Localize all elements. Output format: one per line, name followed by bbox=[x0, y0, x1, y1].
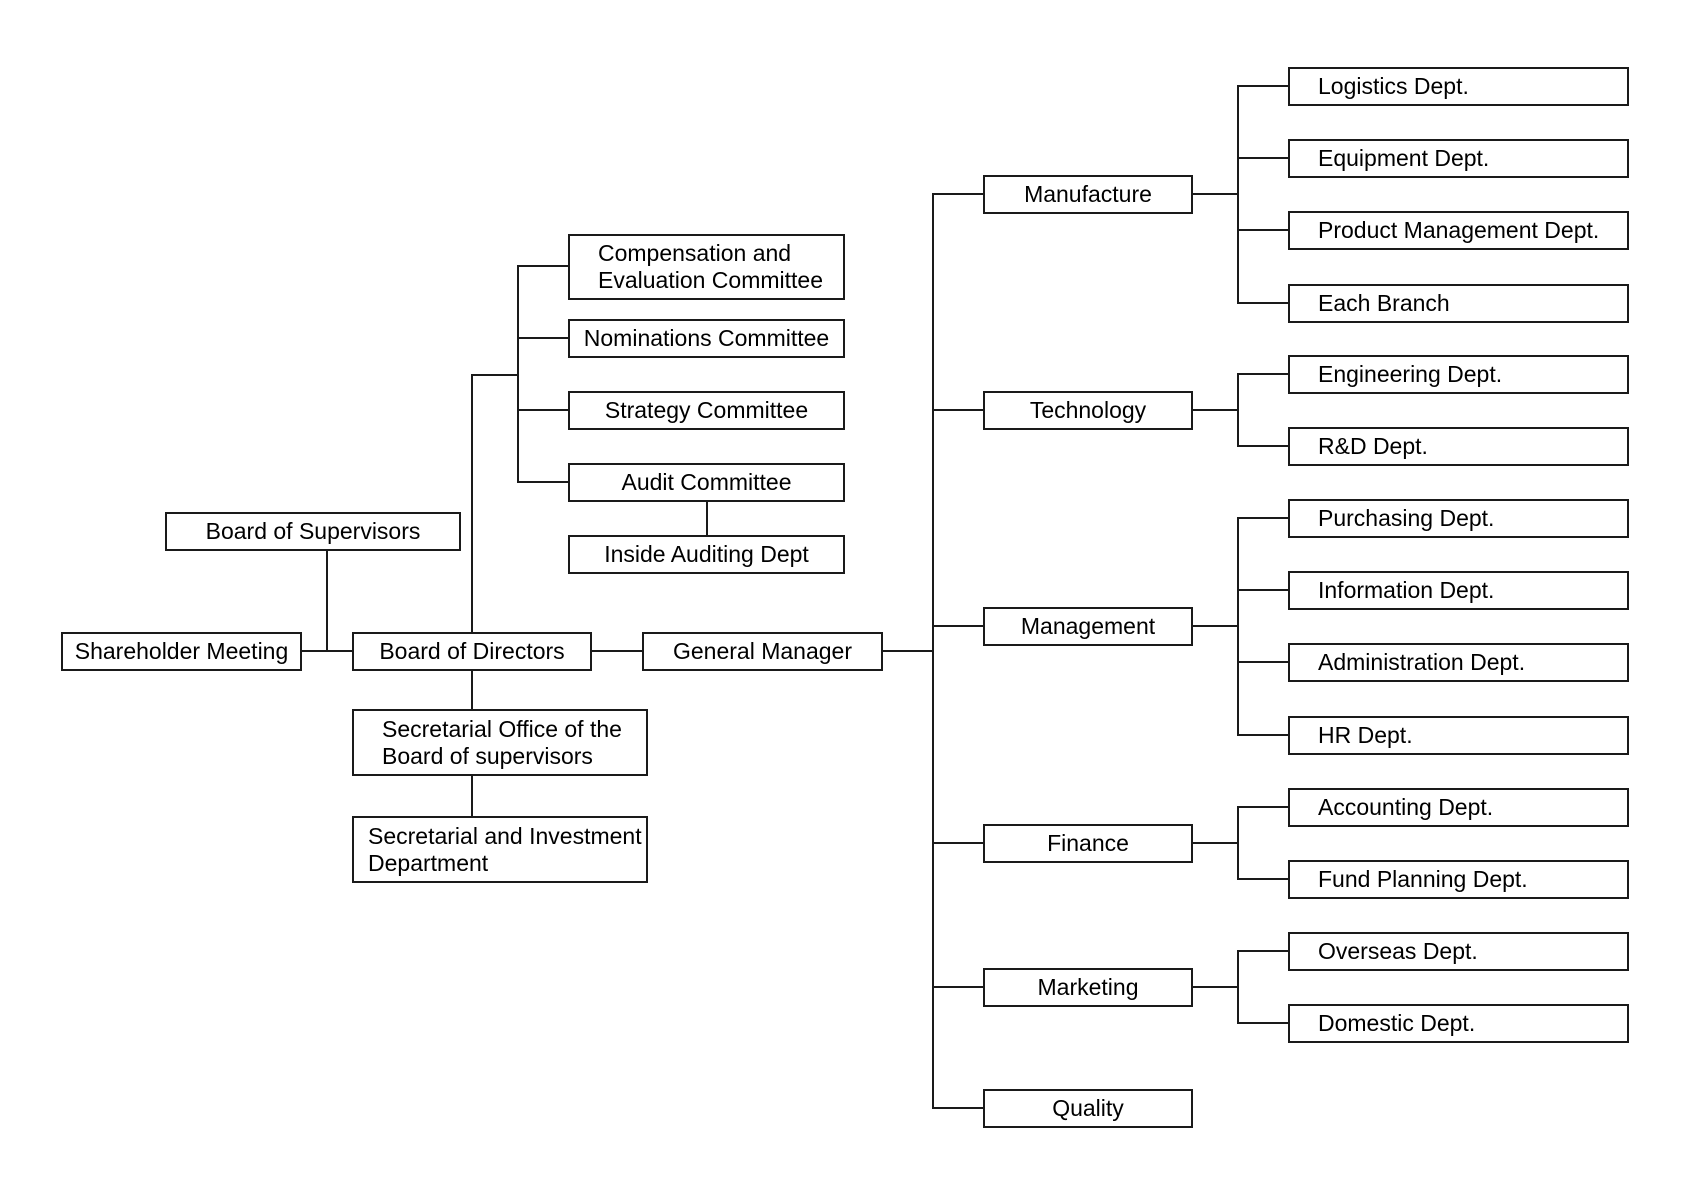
node-secretarial-investment: Secretarial and Investment Department bbox=[352, 816, 648, 883]
node-board-of-supervisors: Board of Supervisors bbox=[165, 512, 461, 551]
node-logistics-dept: Logistics Dept. bbox=[1288, 67, 1629, 106]
node-manufacture: Manufacture bbox=[983, 175, 1193, 214]
node-management: Management bbox=[983, 607, 1193, 646]
node-technology: Technology bbox=[983, 391, 1193, 430]
node-marketing: Marketing bbox=[983, 968, 1193, 1007]
node-fund-planning-dept: Fund Planning Dept. bbox=[1288, 860, 1629, 899]
node-finance: Finance bbox=[983, 824, 1193, 863]
node-board-of-directors: Board of Directors bbox=[352, 632, 592, 671]
node-nominations-committee: Nominations Committee bbox=[568, 319, 845, 358]
node-information-dept: Information Dept. bbox=[1288, 571, 1629, 610]
node-general-manager: General Manager bbox=[642, 632, 883, 671]
node-purchasing-dept: Purchasing Dept. bbox=[1288, 499, 1629, 538]
node-accounting-dept: Accounting Dept. bbox=[1288, 788, 1629, 827]
node-product-management-dept: Product Management Dept. bbox=[1288, 211, 1629, 250]
node-quality: Quality bbox=[983, 1089, 1193, 1128]
node-secretarial-office: Secretarial Office of the Board of super… bbox=[352, 709, 648, 776]
node-equipment-dept: Equipment Dept. bbox=[1288, 139, 1629, 178]
node-engineering-dept: Engineering Dept. bbox=[1288, 355, 1629, 394]
node-inside-auditing: Inside Auditing Dept bbox=[568, 535, 845, 574]
node-domestic-dept: Domestic Dept. bbox=[1288, 1004, 1629, 1043]
node-compensation-committee: Compensation and Evaluation Committee bbox=[568, 234, 845, 300]
node-overseas-dept: Overseas Dept. bbox=[1288, 932, 1629, 971]
node-hr-dept: HR Dept. bbox=[1288, 716, 1629, 755]
node-shareholder-meeting: Shareholder Meeting bbox=[61, 632, 302, 671]
node-audit-committee: Audit Committee bbox=[568, 463, 845, 502]
node-administration-dept: Administration Dept. bbox=[1288, 643, 1629, 682]
node-strategy-committee: Strategy Committee bbox=[568, 391, 845, 430]
node-rnd-dept: R&D Dept. bbox=[1288, 427, 1629, 466]
node-each-branch: Each Branch bbox=[1288, 284, 1629, 323]
